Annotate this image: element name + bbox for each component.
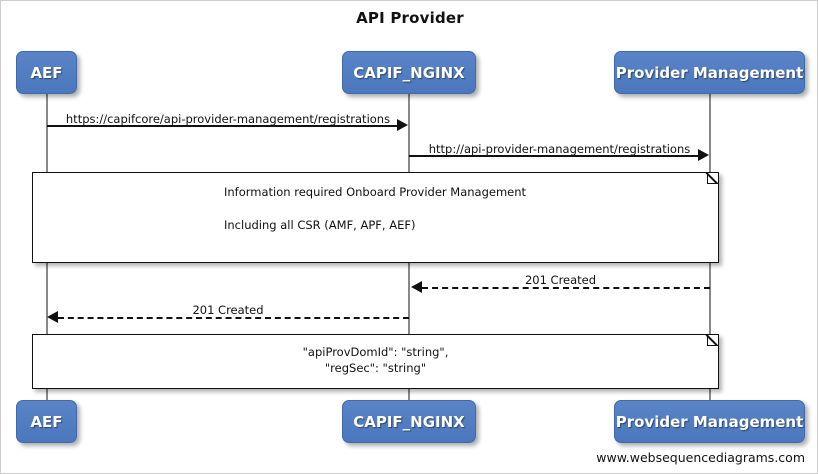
actor-box-aef-top[interactable]: AEF	[16, 51, 77, 94]
actor-box-aef-bottom[interactable]: AEF	[16, 400, 77, 443]
note-text-2-line-1: "apiProvDomId": "string",	[302, 345, 449, 359]
arrow-head-icon-4	[47, 311, 58, 323]
message-line-3	[422, 287, 710, 289]
arrow-head-icon-1	[397, 119, 408, 131]
message-label-2: http://api-provider-management/registrat…	[428, 142, 691, 156]
actor-label-aef-bottom: AEF	[30, 412, 63, 431]
page-title: API Provider	[356, 9, 464, 27]
actor-box-capif-nginx-top[interactable]: CAPIF_NGINX	[342, 51, 476, 94]
actor-box-provider-management-top[interactable]: Provider Management	[614, 51, 805, 94]
message-label-1: https://capifcore/api-provider-managemen…	[65, 112, 391, 126]
actor-label-capif-nginx-bottom: CAPIF_NGINX	[353, 412, 465, 431]
actor-label-provider-management-top: Provider Management	[615, 63, 804, 82]
message-line-4	[58, 317, 409, 319]
actor-box-provider-management-bottom[interactable]: Provider Management	[614, 400, 805, 443]
actor-label-provider-management-bottom: Provider Management	[615, 412, 804, 431]
actor-box-capif-nginx-bottom[interactable]: CAPIF_NGINX	[342, 400, 476, 443]
note-text-2-line-2: "regSec": "string"	[324, 361, 427, 375]
message-label-4: 201 Created	[192, 303, 264, 317]
footer-watermark: www.websequencediagrams.com	[596, 450, 805, 465]
note-text-1-line-2: Including all CSR (AMF, APF, AEF)	[224, 218, 416, 232]
message-label-3: 201 Created	[524, 273, 597, 287]
note-text-1-line-1: Information required Onboard Provider Ma…	[224, 185, 527, 199]
arrow-head-icon-2	[698, 149, 709, 161]
note-fold-icon-1	[707, 173, 718, 184]
actor-label-capif-nginx-top: CAPIF_NGINX	[353, 63, 465, 82]
note-fold-icon-2	[707, 335, 718, 346]
actor-label-aef-top: AEF	[30, 63, 63, 82]
arrow-head-icon-3	[411, 281, 422, 293]
note-box-2: "apiProvDomId": "string", "regSec": "str…	[32, 334, 719, 389]
note-box-1: Information required Onboard Provider Ma…	[32, 172, 719, 263]
message-line-1	[47, 125, 398, 127]
message-line-2	[409, 155, 699, 157]
